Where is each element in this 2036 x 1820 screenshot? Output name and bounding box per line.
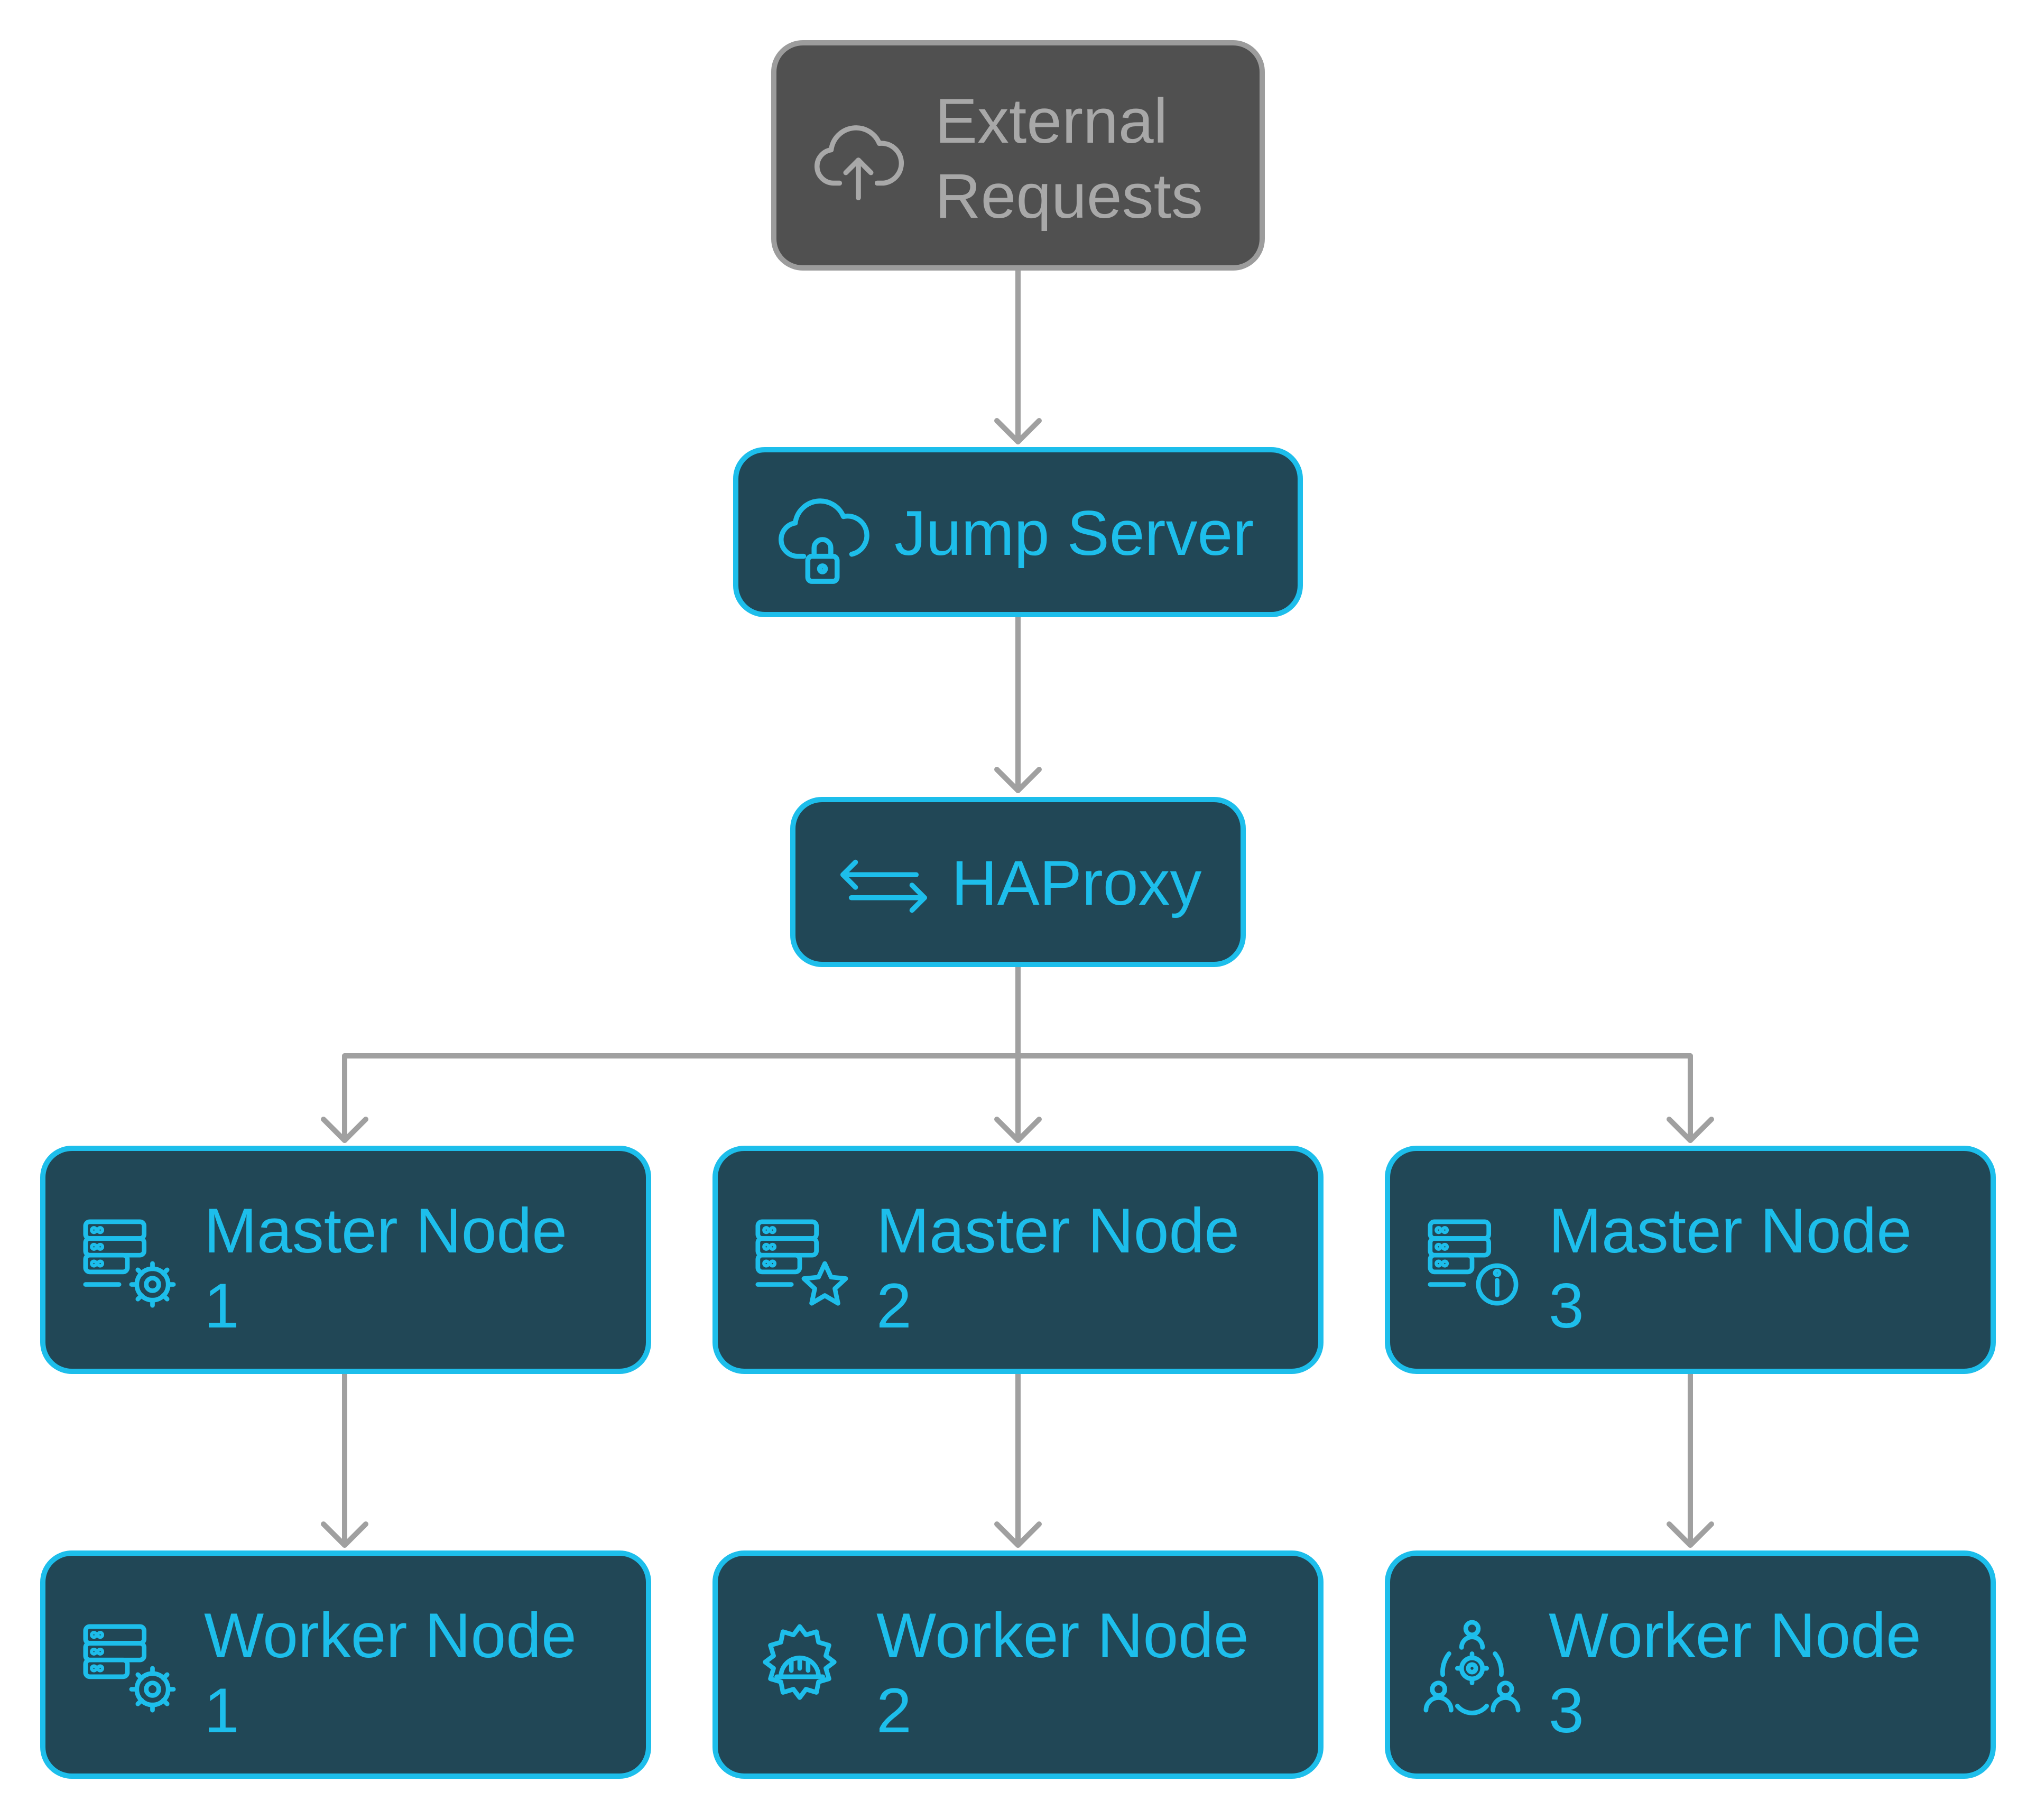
node-worker-3[interactable]: Worker Node 3	[1385, 1550, 1996, 1779]
node-master-1[interactable]: Master Node 1	[40, 1146, 651, 1374]
node-label: Master Node 2	[876, 1195, 1239, 1341]
server-gear-icon	[77, 1618, 178, 1719]
node-master-2[interactable]: Master Node 2	[712, 1146, 1324, 1374]
server-info-icon	[1422, 1213, 1522, 1314]
node-label: Worker Node 3	[1549, 1600, 1921, 1746]
node-worker-2[interactable]: Worker Node 2	[712, 1550, 1324, 1779]
cloud-lock-icon	[774, 489, 875, 590]
node-haproxy[interactable]: HAProxy	[790, 797, 1246, 967]
node-label: External Requests	[935, 86, 1203, 231]
node-label: Master Node 3	[1549, 1195, 1912, 1341]
node-jump-server[interactable]: Jump Server	[733, 447, 1303, 617]
node-label: Master Node 1	[204, 1195, 567, 1341]
node-worker-1[interactable]: Worker Node 1	[40, 1550, 651, 1779]
edge-master-3-to-worker-3	[1667, 1371, 1714, 1548]
edge-haproxy-to-masters	[321, 964, 1714, 1143]
gear-hardhat-icon	[749, 1618, 850, 1719]
node-external-requests[interactable]: External Requests	[771, 40, 1265, 271]
edge-master-2-to-worker-2	[994, 1371, 1042, 1548]
node-master-3[interactable]: Master Node 3	[1385, 1146, 1996, 1374]
server-gear-icon	[77, 1213, 178, 1314]
arrows-left-right-icon	[832, 835, 933, 935]
node-label: Worker Node 2	[876, 1600, 1249, 1746]
server-star-icon	[749, 1213, 850, 1314]
team-gear-icon	[1422, 1618, 1522, 1719]
edge-master-1-to-worker-1	[321, 1371, 368, 1548]
cloud-upload-icon	[808, 108, 909, 208]
node-label: Jump Server	[894, 498, 1254, 569]
edge-jump-to-haproxy	[994, 615, 1042, 793]
node-label: Worker Node 1	[204, 1600, 577, 1746]
edge-external-to-jump	[994, 268, 1042, 444]
node-label: HAProxy	[951, 848, 1202, 918]
